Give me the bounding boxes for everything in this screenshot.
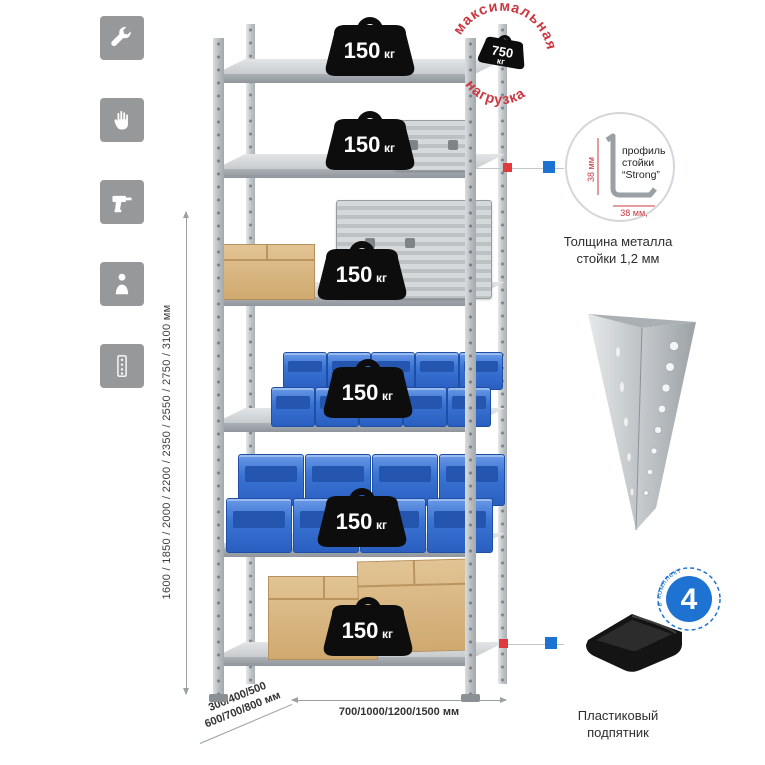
callout-line — [476, 168, 564, 169]
svg-text:750: 750 — [491, 42, 515, 61]
max-load-stamp: максимальная нагрузка 750 кг — [449, 0, 566, 114]
rack-post — [213, 38, 224, 698]
plastic-bin — [415, 352, 459, 390]
height-dimension-label: 1600 / 1850 / 2000 / 2200 / 2350 / 2550 … — [161, 304, 173, 600]
profile-detail-drawing: 38 мм 38 мм, профиль стойки “Strong” — [586, 133, 666, 218]
height-dimension-line — [183, 211, 189, 695]
svg-text:кг: кг — [496, 55, 506, 66]
svg-text:кг: кг — [376, 271, 387, 285]
svg-text:4: 4 — [681, 583, 698, 616]
rack-post — [246, 24, 255, 684]
svg-text:150: 150 — [342, 618, 379, 643]
plastic-bin — [238, 454, 304, 506]
svg-text:38 мм: 38 мм — [586, 157, 596, 182]
svg-text:150: 150 — [336, 262, 373, 287]
width-dimension-line — [291, 697, 507, 703]
feature-tile — [100, 180, 144, 224]
profile-detail-circle: 38 мм 38 мм, профиль стойки “Strong” — [565, 112, 675, 222]
callout-marker-red — [499, 639, 508, 648]
svg-text:“Strong”: “Strong” — [622, 169, 660, 181]
svg-text:стойки: стойки — [622, 157, 654, 169]
kit-count-badge: 4 в комплекте — [654, 559, 721, 631]
svg-text:кг: кг — [384, 47, 395, 61]
cardboard-box — [217, 244, 315, 300]
svg-text:кг: кг — [382, 627, 393, 641]
callout-line — [476, 644, 564, 645]
svg-text:150: 150 — [342, 380, 379, 405]
svg-text:150: 150 — [344, 132, 381, 157]
plastic-bin — [427, 498, 493, 553]
rack-foot — [209, 694, 228, 702]
svg-text:150: 150 — [336, 509, 373, 534]
callout-marker-red — [503, 163, 512, 172]
callout-marker-blue — [543, 161, 555, 173]
feature-tile — [100, 262, 144, 306]
profile-caption: Толщина металла стойки 1,2 мм — [563, 234, 673, 266]
rack-foot — [461, 694, 480, 702]
foot-caption: Пластиковый подпятник — [577, 708, 659, 740]
gloves-icon — [114, 111, 128, 130]
wrench-icon — [111, 26, 131, 47]
svg-text:профиль: профиль — [622, 145, 666, 157]
svg-text:кг: кг — [384, 141, 395, 155]
width-dimension-label: 700/1000/1200/1500 мм — [338, 706, 460, 718]
svg-text:150: 150 — [344, 38, 381, 63]
svg-text:кг: кг — [382, 389, 393, 403]
feature-tile — [100, 16, 144, 60]
svg-text:нагрузка: нагрузка — [459, 75, 531, 113]
callout-marker-blue — [545, 637, 557, 649]
feature-tile — [100, 98, 144, 142]
post-detail-image — [588, 314, 696, 531]
svg-text:кг: кг — [376, 518, 387, 532]
depth-dimension-label: 300/400/500 600/700/800 мм — [203, 679, 283, 731]
drill-icon — [112, 195, 132, 213]
person-icon — [115, 273, 129, 295]
plastic-bin — [283, 352, 327, 390]
rack-post — [465, 38, 476, 698]
svg-text:38 мм,: 38 мм, — [620, 208, 647, 218]
plastic-bin — [271, 387, 315, 427]
plastic-bin — [226, 498, 292, 553]
plastic-foot-image — [586, 614, 682, 672]
feature-tile — [100, 344, 144, 388]
post-icon — [117, 355, 127, 377]
